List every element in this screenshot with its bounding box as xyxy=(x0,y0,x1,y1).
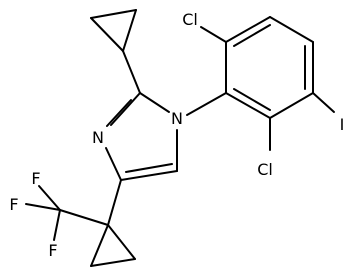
bond xyxy=(38,185,61,211)
bond xyxy=(90,9,137,19)
imidazole-ring xyxy=(105,92,178,181)
bond xyxy=(120,170,178,181)
bond xyxy=(107,179,122,226)
bond xyxy=(269,16,314,43)
phenyl-ring xyxy=(225,16,314,119)
bond xyxy=(90,17,124,52)
bond xyxy=(59,209,109,226)
bond xyxy=(139,92,170,113)
bond xyxy=(122,50,141,94)
bond xyxy=(105,147,122,181)
bond xyxy=(200,26,227,43)
atom-label-cl-bottom: Cl xyxy=(257,160,273,179)
bond xyxy=(186,92,227,116)
bond xyxy=(90,224,109,267)
atom-label-f3: F xyxy=(48,241,57,260)
bond xyxy=(107,224,136,260)
bond xyxy=(225,16,271,43)
bond xyxy=(125,163,173,173)
bond xyxy=(233,88,271,111)
bond xyxy=(122,9,137,52)
atom-label-f1: F xyxy=(31,169,40,188)
cyclopropyl-top xyxy=(90,9,141,94)
bond xyxy=(25,203,61,211)
bond xyxy=(110,92,141,126)
bond xyxy=(312,92,335,113)
bond xyxy=(233,24,271,47)
atom-label-n3: N xyxy=(92,128,104,147)
cyclopropyl-bottom xyxy=(90,224,136,267)
bond xyxy=(53,209,61,241)
atom-label-iodine: I xyxy=(340,115,345,134)
bond xyxy=(269,92,314,119)
atom-label-cl-top: Cl xyxy=(182,10,198,29)
bond xyxy=(225,92,271,119)
bond xyxy=(106,99,132,127)
trifluoromethyl-group xyxy=(25,185,109,241)
atom-label-n1: N xyxy=(171,109,183,128)
atom-label-f2: F xyxy=(9,195,18,214)
bond xyxy=(90,258,136,267)
